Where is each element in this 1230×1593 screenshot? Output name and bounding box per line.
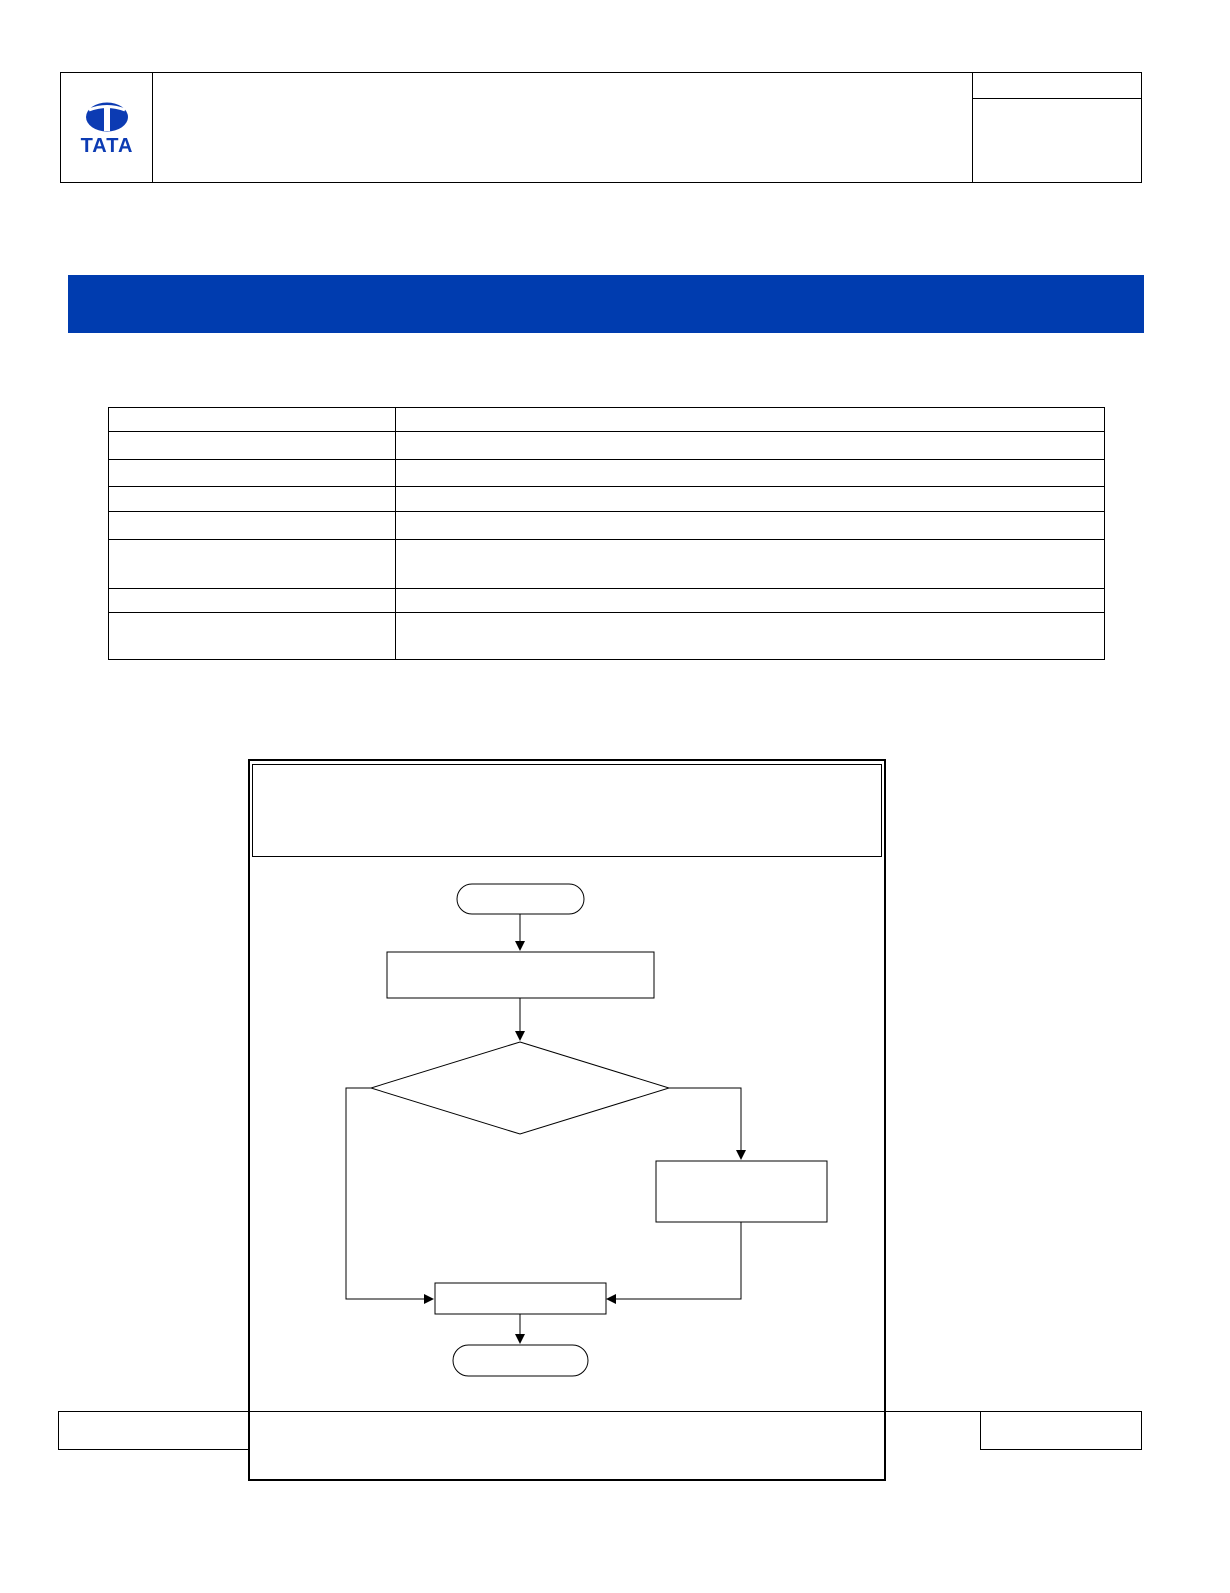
flowchart-title-box xyxy=(252,764,882,857)
header-right-divider xyxy=(972,98,1142,99)
flowchart-frame xyxy=(248,759,886,1481)
info-table-row-line xyxy=(108,588,1105,589)
flow-arrow-side-to-merge xyxy=(606,1222,742,1304)
tata-emblem-icon xyxy=(86,102,128,132)
logo-cell: TATA xyxy=(60,72,153,183)
flow-end-terminator xyxy=(452,1344,589,1377)
section-banner xyxy=(68,275,1144,333)
info-table-row-line xyxy=(108,539,1105,540)
info-table-row-line xyxy=(108,612,1105,613)
flow-process-box xyxy=(386,951,655,999)
header-right-cell xyxy=(972,72,1142,183)
footer-right-box xyxy=(980,1411,1142,1450)
footer-left-box xyxy=(58,1411,250,1450)
flow-merge-box xyxy=(434,1282,607,1315)
info-table-row-line xyxy=(108,459,1105,460)
tata-logo: TATA xyxy=(81,102,134,157)
info-table xyxy=(108,407,1105,660)
flow-start-terminator xyxy=(456,883,585,915)
flow-arrow-decision-right xyxy=(669,1087,746,1160)
info-table-row-line xyxy=(108,511,1105,512)
flow-decision-diamond xyxy=(369,1041,671,1135)
info-table-column-divider xyxy=(395,407,396,660)
flow-side-process-box xyxy=(655,1160,828,1223)
footer-line xyxy=(250,1411,981,1412)
info-table-row-line xyxy=(108,431,1105,432)
document-header xyxy=(60,72,1142,183)
flow-arrow-decision-left xyxy=(345,1087,434,1304)
tata-wordmark: TATA xyxy=(81,135,134,157)
info-table-row-line xyxy=(108,486,1105,487)
